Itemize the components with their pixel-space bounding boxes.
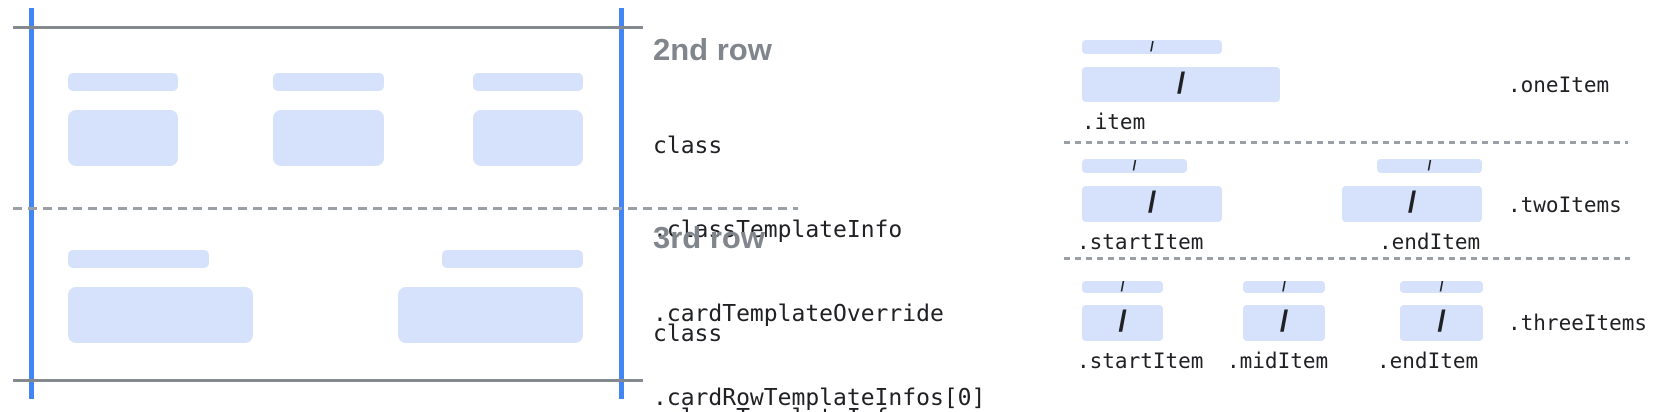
slash-separator: / <box>1437 305 1446 338</box>
twoitems-enditem-label-bar: / <box>1377 159 1482 173</box>
threeitems-startitem-caption: .startItem <box>1077 349 1204 373</box>
threeitems-miditem-caption: .midItem <box>1227 349 1329 373</box>
twoitems-startitem-label-bar: / <box>1082 159 1187 173</box>
threeitems-layout-label: .threeItems <box>1508 311 1648 335</box>
row2-col2-value-placeholder <box>273 110 384 166</box>
row3-col2-value-placeholder <box>398 287 583 343</box>
threeitems-miditem-label-bar: / <box>1243 281 1325 293</box>
row3-col2-label-placeholder <box>442 250 583 268</box>
twoitems-enditem-caption: .endItem <box>1379 230 1481 254</box>
slash-separator: / <box>1407 186 1417 219</box>
oneitem-layout-label: .oneItem <box>1508 73 1610 97</box>
card-right-margin-line <box>619 8 624 399</box>
row2-code-path: class .classTemplateInfo .cardTemplateOv… <box>653 76 985 412</box>
twoitems-startitem-caption: .startItem <box>1077 230 1204 254</box>
row2-col3-value-placeholder <box>473 110 583 166</box>
slash-separator: / <box>1427 159 1432 173</box>
threeitems-enditem-label-bar: / <box>1400 281 1483 293</box>
slash-separator: / <box>1147 186 1157 219</box>
slash-separator: / <box>1118 305 1127 338</box>
slash-separator: / <box>1132 159 1137 173</box>
row2-code-line-class: class <box>653 133 723 159</box>
row-divider-dashed-line <box>13 207 798 210</box>
threeitems-enditem-value-bar: / <box>1400 305 1483 341</box>
row2-col2-label-placeholder <box>273 73 384 91</box>
slash-separator: / <box>1150 40 1154 54</box>
card-top-edge-line <box>13 26 643 29</box>
row3-code-line-classtemplateinfo: .classTemplateInfo <box>653 404 985 412</box>
threeitems-startitem-value-bar: / <box>1082 305 1163 341</box>
oneitem-item-label-bar: / <box>1082 40 1222 54</box>
row2-col1-label-placeholder <box>68 73 178 91</box>
slash-separator: / <box>1279 305 1289 338</box>
card-left-margin-line <box>29 8 34 399</box>
layout-divider-dotted-line <box>1064 141 1628 144</box>
row2-title: 2nd row <box>653 32 772 67</box>
card-bottom-edge-line <box>13 379 643 382</box>
threeitems-enditem-caption: .endItem <box>1377 349 1479 373</box>
threeitems-startitem-label-bar: / <box>1082 281 1163 293</box>
twoitems-startitem-value-bar: / <box>1082 186 1222 222</box>
row2-col3-label-placeholder <box>473 73 583 91</box>
layout-divider-dotted-line <box>1064 257 1630 260</box>
row2-code-line-cardtemplateoverride: .cardTemplateOverride <box>653 301 944 327</box>
row3-code-line-class: class <box>653 321 723 347</box>
slash-separator: / <box>1176 67 1186 100</box>
row3-code-path: class .classTemplateInfo .cardTemplateOv… <box>653 264 985 412</box>
row2-col1-value-placeholder <box>68 110 178 166</box>
row3-col1-value-placeholder <box>68 287 253 343</box>
slash-separator: / <box>1282 281 1286 293</box>
twoitems-layout-label: .twoItems <box>1508 193 1622 217</box>
row3-col1-label-placeholder <box>68 250 209 268</box>
oneitem-item-caption: .item <box>1082 110 1146 134</box>
row2-code-line-classtemplateinfo: .classTemplateInfo <box>653 217 903 243</box>
twoitems-enditem-value-bar: / <box>1342 186 1482 222</box>
threeitems-miditem-value-bar: / <box>1243 305 1325 341</box>
row2-code-line-cardrowtemplateinfos: .cardRowTemplateInfos[0] <box>653 385 986 411</box>
oneitem-item-value-bar: / <box>1082 67 1280 102</box>
row3-title: 3rd row <box>653 220 765 255</box>
slash-separator: / <box>1120 281 1125 293</box>
slash-separator: / <box>1439 281 1444 293</box>
